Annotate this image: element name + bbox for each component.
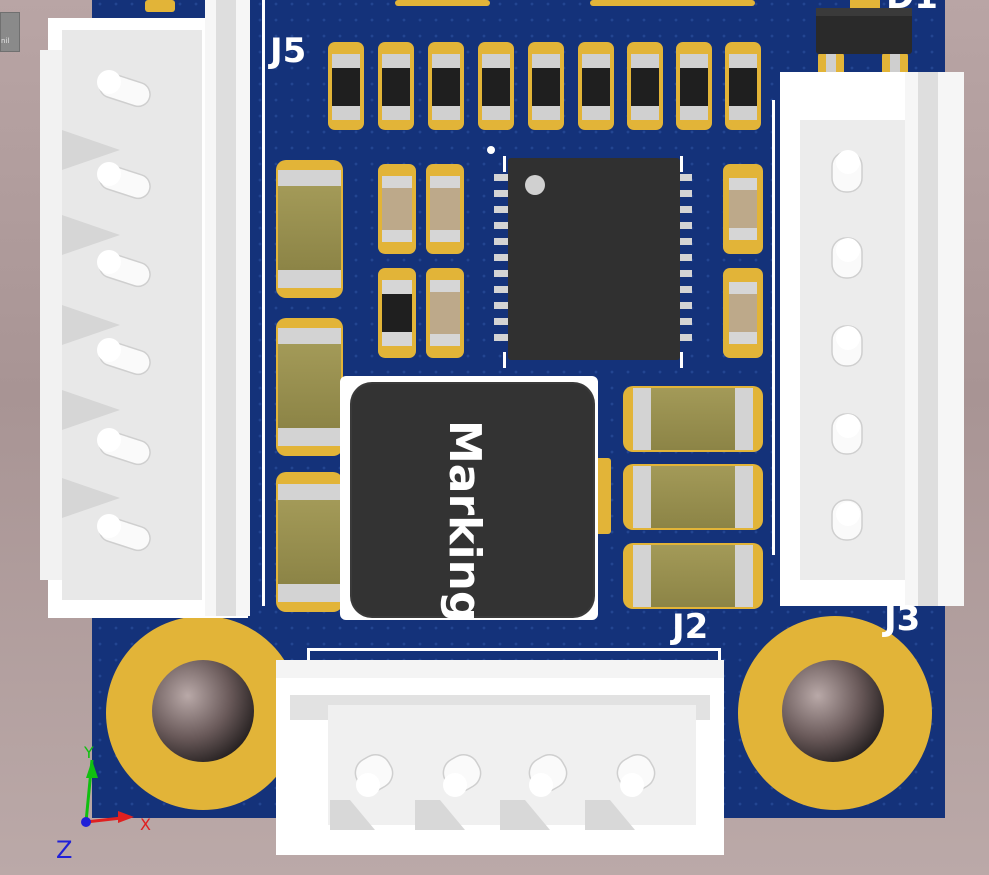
svg-text:Y: Y xyxy=(83,743,94,762)
mounting-hole-right xyxy=(738,616,932,810)
designator-d1: D1 xyxy=(886,0,938,17)
small-passives xyxy=(378,164,763,358)
inductor: Marking xyxy=(340,376,611,622)
resistor-row xyxy=(328,42,761,130)
capacitor-row xyxy=(623,386,763,609)
viewport-thumbnail-label: nil xyxy=(1,37,10,45)
viewport-thumbnail[interactable]: nil xyxy=(0,12,20,52)
designator-j2: J2 xyxy=(670,607,708,647)
connector-j3 xyxy=(780,72,964,606)
mounting-hole-left xyxy=(106,616,300,810)
connector-j2 xyxy=(276,660,724,855)
designator-j3: J3 xyxy=(882,599,920,639)
inductor-marking: Marking xyxy=(439,420,490,622)
axis-z-label: Z xyxy=(56,836,72,864)
connector-j5 xyxy=(40,0,250,618)
svg-text:X: X xyxy=(140,815,151,834)
designator-j5: J5 xyxy=(268,31,306,71)
diode-d1 xyxy=(816,0,912,78)
capacitor-column xyxy=(276,160,343,612)
ic-chip xyxy=(487,146,692,368)
axis-gizmo: Y X Z xyxy=(56,743,151,864)
